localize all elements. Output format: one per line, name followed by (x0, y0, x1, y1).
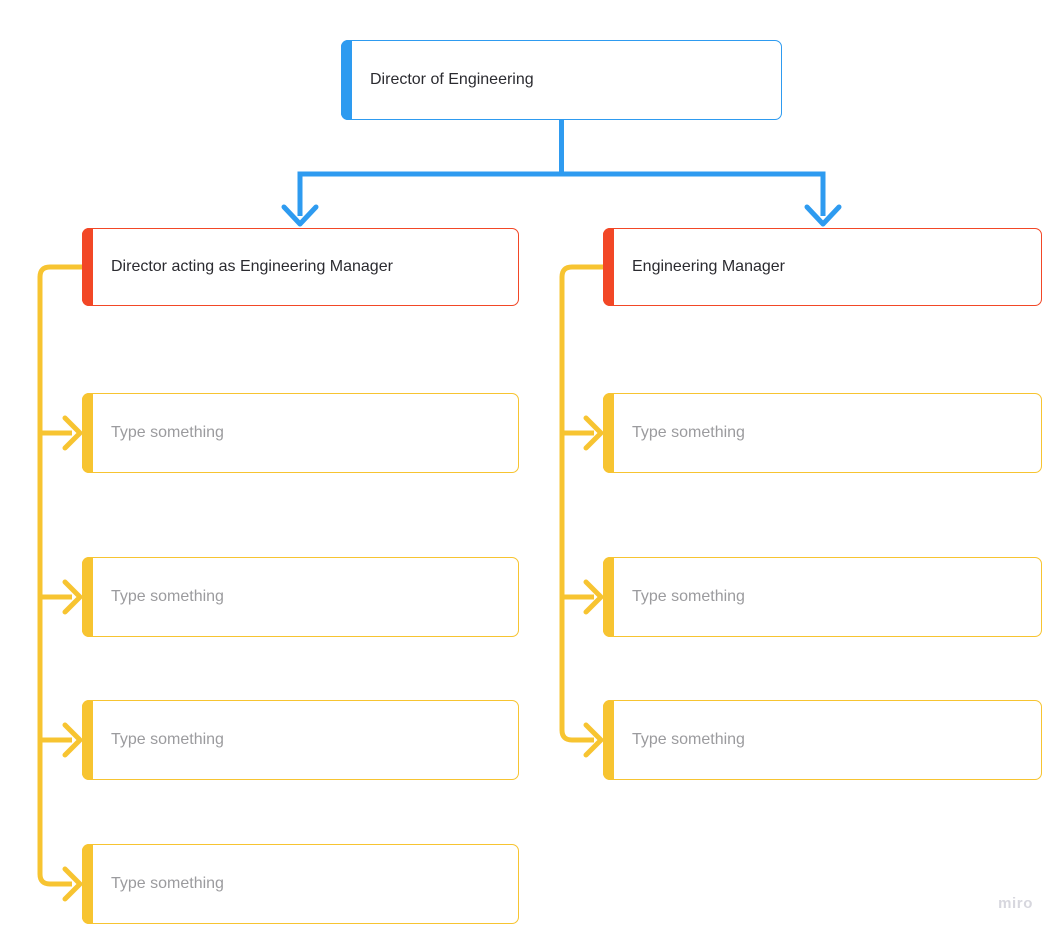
node-label: Engineering Manager (632, 258, 785, 276)
node-label: Director acting as Engineering Manager (111, 258, 393, 276)
org-node-report-right-2[interactable]: Type something (603, 557, 1042, 637)
org-node-report-right-3[interactable]: Type something (603, 700, 1042, 780)
org-node-manager-right[interactable]: Engineering Manager (603, 228, 1042, 306)
node-placeholder-text: Type something (111, 875, 224, 893)
arrowhead-down-right-icon (804, 204, 842, 227)
org-node-report-left-4[interactable]: Type something (82, 844, 519, 924)
connector-root-bracket (297, 171, 826, 216)
node-label: Director of Engineering (370, 71, 534, 89)
org-node-report-left-2[interactable]: Type something (82, 557, 519, 637)
arrowhead-right-icon (62, 722, 83, 758)
node-accent-bar (82, 844, 93, 924)
org-node-report-right-1[interactable]: Type something (603, 393, 1042, 473)
node-placeholder-text: Type something (111, 731, 224, 749)
node-accent-bar (603, 393, 614, 473)
node-accent-bar (603, 557, 614, 637)
arrowhead-down-left-icon (281, 204, 319, 227)
org-node-root[interactable]: Director of Engineering (341, 40, 782, 120)
node-accent-bar (82, 700, 93, 780)
node-accent-bar (341, 40, 352, 120)
connector-right-trunk (559, 264, 603, 743)
node-accent-bar (82, 557, 93, 637)
miro-watermark: miro (998, 895, 1033, 912)
node-placeholder-text: Type something (632, 424, 745, 442)
org-node-report-left-3[interactable]: Type something (82, 700, 519, 780)
connector-left-manager-to-reports[interactable] (37, 264, 83, 902)
connector-root-to-managers[interactable] (281, 120, 842, 227)
org-node-manager-left[interactable]: Director acting as Engineering Manager (82, 228, 519, 306)
node-accent-bar (82, 393, 93, 473)
node-accent-bar (603, 228, 614, 306)
org-node-report-left-1[interactable]: Type something (82, 393, 519, 473)
arrowhead-right-icon (62, 415, 83, 451)
arrowhead-right-icon (583, 415, 604, 451)
node-placeholder-text: Type something (632, 588, 745, 606)
node-placeholder-text: Type something (111, 588, 224, 606)
node-accent-bar (603, 700, 614, 780)
arrowhead-right-icon (583, 579, 604, 615)
connector-right-branches (562, 430, 594, 600)
arrowhead-right-icon (62, 579, 83, 615)
arrowhead-right-icon (62, 866, 83, 902)
node-accent-bar (82, 228, 93, 306)
arrowhead-right-icon (583, 722, 604, 758)
connector-left-trunk (37, 264, 82, 887)
connector-left-branches (40, 430, 72, 743)
node-placeholder-text: Type something (632, 731, 745, 749)
node-placeholder-text: Type something (111, 424, 224, 442)
connector-right-manager-to-reports[interactable] (559, 264, 604, 758)
